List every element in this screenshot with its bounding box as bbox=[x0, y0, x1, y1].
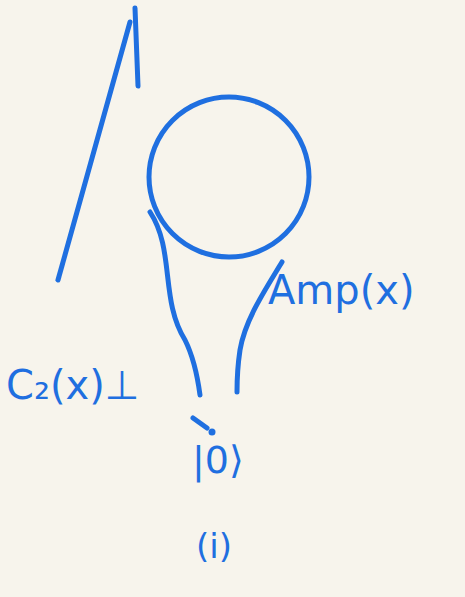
amplitude-label: Amp(x) bbox=[268, 268, 415, 312]
propagator-line bbox=[150, 212, 200, 395]
state-label: |0⟩ bbox=[192, 440, 244, 482]
external-line bbox=[58, 22, 130, 280]
function-label: C₂(x)⊥ bbox=[6, 363, 140, 407]
loop-circle bbox=[149, 97, 309, 257]
external-line bbox=[135, 8, 138, 86]
vertex-dot bbox=[209, 429, 216, 436]
item-number: (i) bbox=[196, 528, 232, 565]
slash-line bbox=[193, 418, 207, 428]
